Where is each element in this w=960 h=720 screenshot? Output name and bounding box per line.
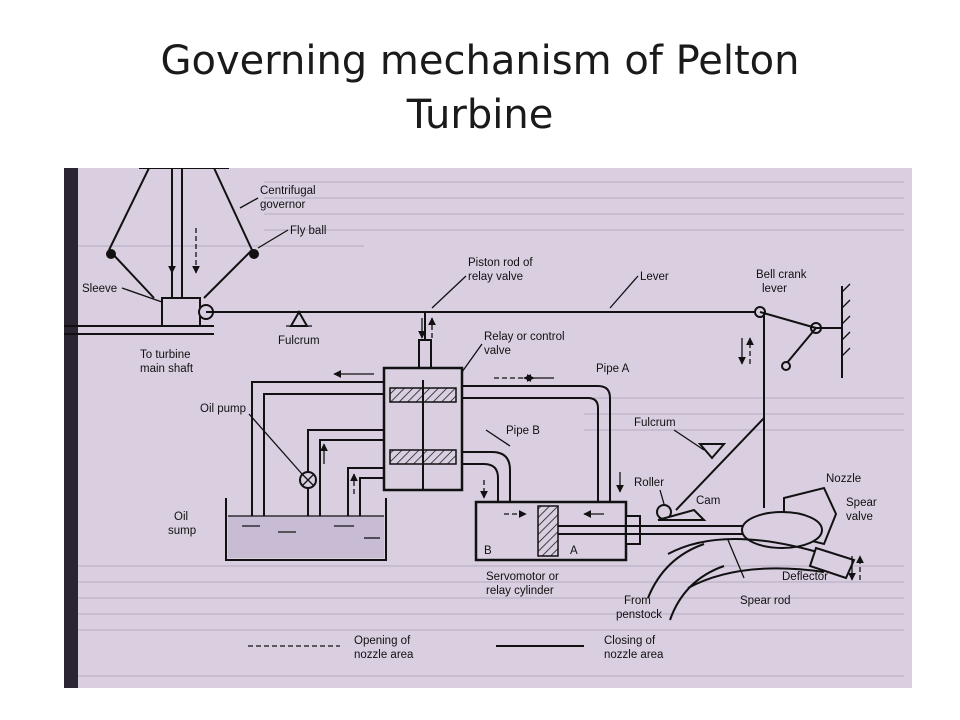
label-main-shaft: main shaft [140,363,194,375]
deflector [808,546,856,580]
label-sleeve: Sleeve [82,283,117,295]
label-roller: Roller [634,477,664,489]
label-fulcrum-right: Fulcrum [634,417,676,429]
slide-title-line-2: Turbine [406,92,554,138]
label-lever: Lever [640,271,669,283]
main-lever [206,309,764,327]
label-legend-closing-1: Closing of [604,635,656,647]
cam [657,508,707,521]
nozzle-assembly [647,486,864,621]
diagram-figure: Centrifugal governor Fly ball Sleeve To … [64,168,912,688]
fulcrum-support-right [697,443,727,460]
label-piston-rod-2: relay valve [468,271,523,283]
bell-crank-lever [738,283,851,508]
slide-title: Governing mechanism of Pelton Turbine [0,34,960,142]
background-text-texture [74,181,904,677]
label-servomotor-2: relay cylinder [486,585,554,597]
centrifugal-governor [64,168,259,335]
spear-valve [741,511,823,549]
label-governor: governor [260,199,306,211]
sleeve [161,297,201,327]
slide-title-line-1: Governing mechanism of Pelton [160,38,800,84]
label-bell-crank-1: Bell crank [756,269,807,281]
label-from-penstock-1: From [624,595,651,607]
label-deflector: Deflector [782,571,828,583]
scan-edge [64,168,78,688]
pipes [462,374,624,502]
label-legend-closing-2: nozzle area [604,649,664,661]
label-cylinder-b: B [484,545,492,557]
label-bell-crank-2: lever [762,283,787,295]
oil-circuit [225,370,387,561]
label-spear-valve-2: valve [846,511,873,523]
cam-roller-assembly [656,417,765,521]
diagram-labels: Centrifugal governor Fly ball Sleeve To … [82,185,877,661]
label-cam: Cam [696,495,720,507]
label-oil-sump-2: sump [168,525,196,537]
label-pipe-a: Pipe A [596,363,630,375]
label-servomotor-1: Servomotor or [486,571,559,583]
label-from-penstock-2: penstock [616,609,662,621]
label-legend-opening-1: Opening of [354,635,411,647]
oil-sump [225,498,387,561]
label-nozzle: Nozzle [826,473,861,485]
label-relay-valve-2: valve [484,345,511,357]
penstock [669,565,725,621]
servomotor-cylinder [474,500,784,562]
fulcrum-support-top [289,309,309,327]
label-fly-ball: Fly ball [290,225,326,237]
label-cylinder-a: A [570,545,578,557]
label-relay-valve-1: Relay or control [484,331,565,343]
fly-ball-left [106,249,116,259]
label-piston-rod-1: Piston rod of [468,257,533,269]
label-centrifugal: Centrifugal [260,185,316,197]
label-to-turbine: To turbine [140,349,191,361]
servomotor-piston [537,505,559,557]
label-oil-sump-1: Oil [174,511,188,523]
label-fulcrum-top: Fulcrum [278,335,320,347]
governing-mechanism-diagram: Centrifugal governor Fly ball Sleeve To … [64,168,904,688]
relay-control-valve [382,312,464,492]
label-spear-valve-1: Spear [846,497,877,509]
label-legend-opening-2: nozzle area [354,649,414,661]
fly-ball-right [249,249,259,259]
label-oil-pump: Oil pump [200,403,246,415]
label-spear-rod: Spear rod [740,595,791,607]
label-pipe-b: Pipe B [506,425,540,437]
